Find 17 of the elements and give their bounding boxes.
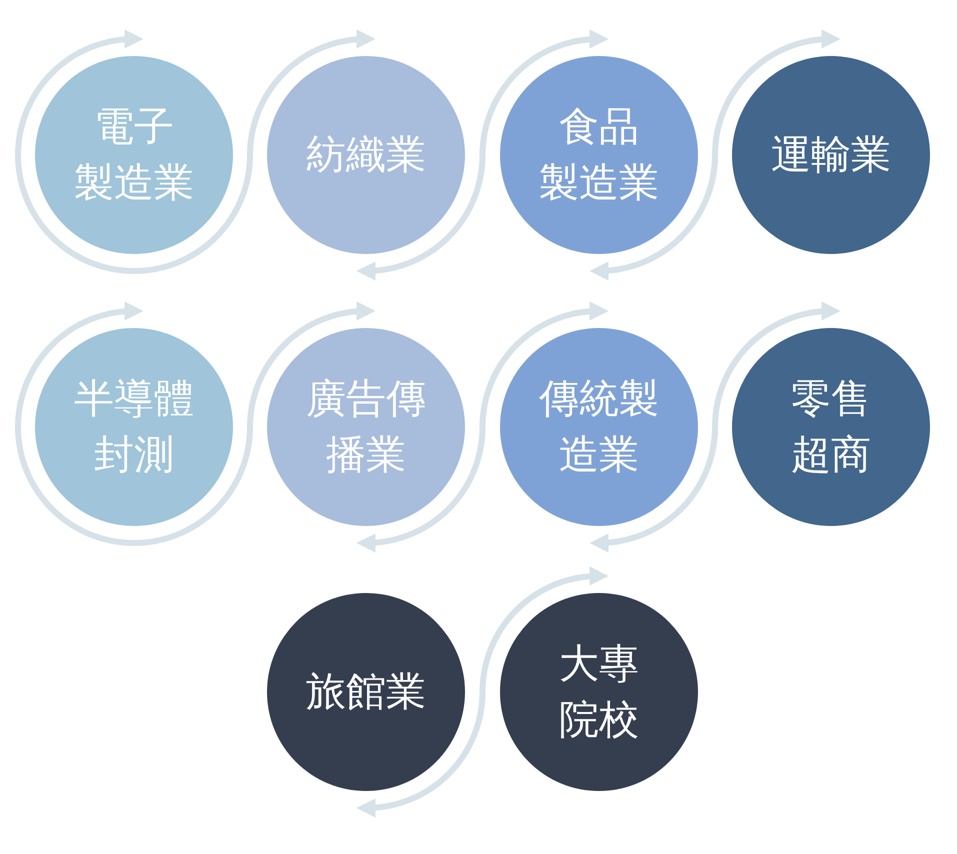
curved-arrow bbox=[15, 30, 376, 274]
industry-label: 運輸業 bbox=[771, 131, 891, 180]
curved-arrow bbox=[15, 302, 376, 546]
curved-arrow bbox=[356, 30, 609, 280]
industry-label: 大專院校 bbox=[559, 640, 639, 745]
curved-arrow bbox=[356, 302, 609, 552]
industry-label: 電子製造業 bbox=[74, 103, 194, 208]
industry-label: 零售超商 bbox=[791, 375, 871, 480]
industry-label: 旅館業 bbox=[306, 668, 426, 717]
curved-arrow bbox=[589, 302, 841, 552]
industry-label: 紡織業 bbox=[306, 131, 426, 180]
industry-label: 廣告傳播業 bbox=[306, 375, 426, 480]
curved-arrow bbox=[589, 30, 841, 280]
industry-label: 半導體封測 bbox=[74, 375, 194, 480]
industry-label: 傳統製造業 bbox=[539, 375, 659, 480]
curved-arrow bbox=[356, 566, 609, 818]
industry-label: 食品製造業 bbox=[539, 103, 659, 208]
